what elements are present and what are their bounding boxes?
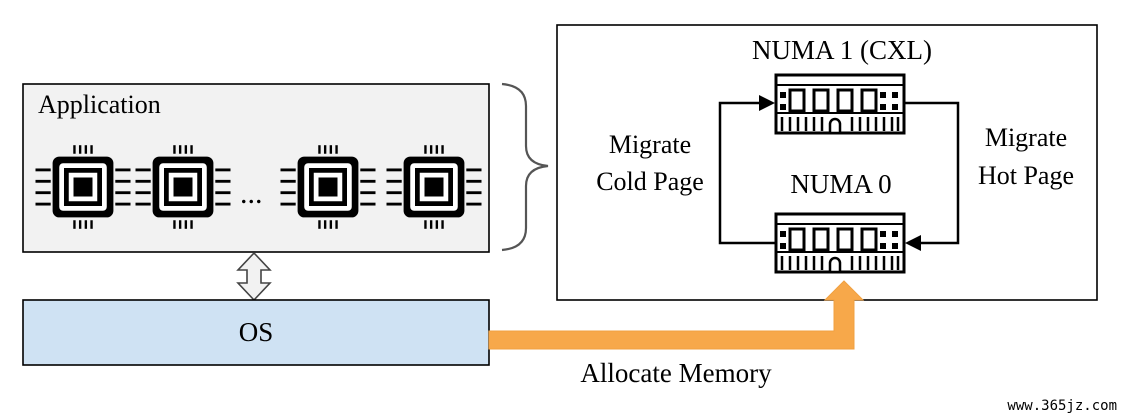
os-label: OS xyxy=(239,317,274,347)
numa0-memory-icon xyxy=(774,212,906,274)
numa0-label: NUMA 0 xyxy=(790,169,891,199)
app-os-double-arrow xyxy=(236,251,272,302)
numa-box: NUMA 1 (CXL) NUMA 0 Migrate Cold Page Mi… xyxy=(556,24,1098,301)
migrate-hot-arrow xyxy=(905,101,960,251)
migrate-hot-line2: Hot Page xyxy=(978,161,1074,190)
cpu-ellipsis: ... xyxy=(240,177,263,210)
migrate-cold-arrow xyxy=(718,95,776,245)
allocate-memory-arrow xyxy=(488,280,865,350)
os-box: OS xyxy=(22,299,490,366)
migrate-hot-line1: Migrate xyxy=(985,123,1067,152)
grouping-brace xyxy=(501,82,549,252)
migrate-cold-line2: Cold Page xyxy=(596,167,704,196)
watermark: www.365jz.com xyxy=(1007,398,1117,414)
numa1-label: NUMA 1 (CXL) xyxy=(752,35,932,65)
application-label: Application xyxy=(38,90,161,119)
allocate-memory-label: Allocate Memory xyxy=(580,358,772,388)
migrate-cold-line1: Migrate xyxy=(609,130,691,159)
numa1-memory-icon xyxy=(774,73,906,135)
application-box: Application ... xyxy=(22,83,490,253)
